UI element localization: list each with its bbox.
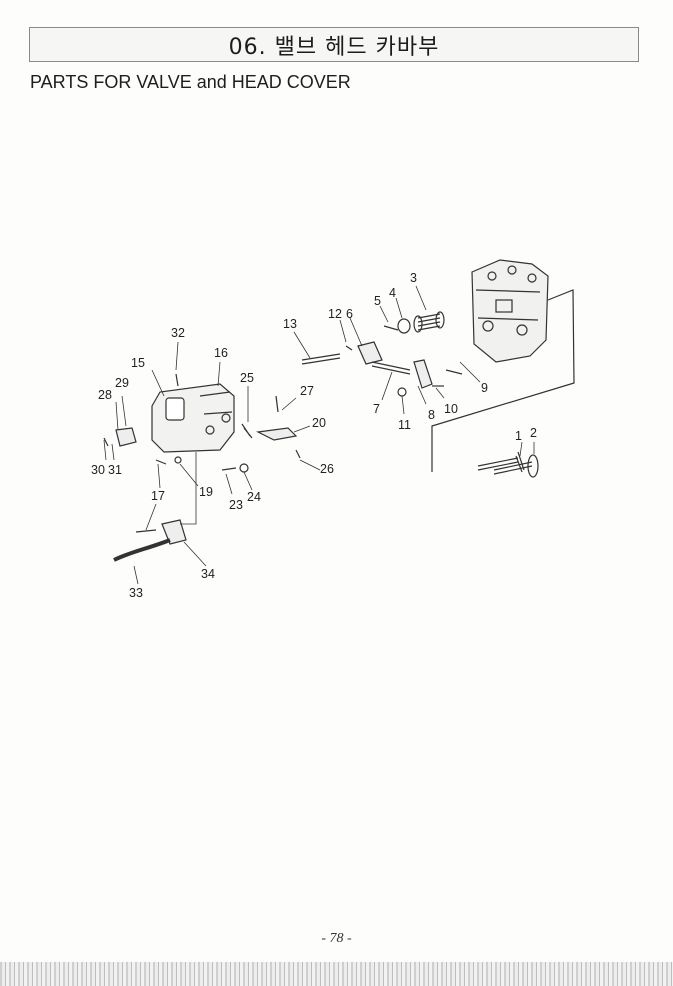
callout-9: 9 (481, 381, 488, 395)
section-subtitle: PARTS FOR VALVE and HEAD COVER (30, 72, 351, 92)
callout-25: 25 (240, 371, 254, 385)
head-cover-drawing (115, 373, 235, 453)
callout-19: 19 (199, 485, 213, 499)
callout-15: 15 (131, 356, 145, 370)
callout-8: 8 (428, 408, 435, 422)
callout-13: 13 (283, 317, 297, 331)
valve-spring-drawing (383, 311, 445, 334)
callout-6: 6 (346, 307, 353, 321)
callout-4: 4 (389, 286, 396, 300)
scan-edge-strip (0, 962, 673, 986)
callout-23: 23 (229, 498, 243, 512)
callout-28: 28 (98, 388, 112, 402)
leader-lines (103, 285, 535, 585)
callout-29: 29 (115, 376, 129, 390)
callout-20: 20 (312, 416, 326, 430)
fastener-drawing (103, 395, 301, 562)
callout-11: 11 (398, 418, 411, 432)
callout-33: 33 (129, 586, 143, 600)
callout-12: 12 (328, 307, 342, 321)
callout-1: 1 (515, 429, 522, 443)
callout-5: 5 (374, 294, 381, 308)
callout-2: 2 (530, 426, 537, 440)
callout-16: 16 (214, 346, 228, 360)
callout-26: 26 (320, 462, 334, 476)
callout-7: 7 (373, 402, 380, 416)
callout-3: 3 (410, 271, 417, 285)
callout-30: 30 (91, 463, 105, 477)
callout-10: 10 (444, 402, 458, 416)
cylinder-head-drawing (431, 259, 575, 472)
page-number: - 78 - (321, 931, 352, 946)
callout-17: 17 (151, 489, 165, 503)
callout-34: 34 (201, 567, 215, 581)
callout-27: 27 (300, 384, 314, 398)
part-callouts: 1 2 3 4 5 6 7 8 9 10 11 12 13 15 16 17 1… (91, 271, 537, 600)
callout-24: 24 (247, 490, 261, 504)
valve-drawing (477, 451, 539, 478)
callout-32: 32 (171, 326, 185, 340)
section-title: 06. 밸브 헤드 카바부 (228, 34, 440, 60)
rocker-arm-drawing (301, 341, 463, 397)
callout-31: 31 (108, 463, 122, 477)
section-title-box: 06. 밸브 헤드 카바부 (29, 27, 639, 62)
